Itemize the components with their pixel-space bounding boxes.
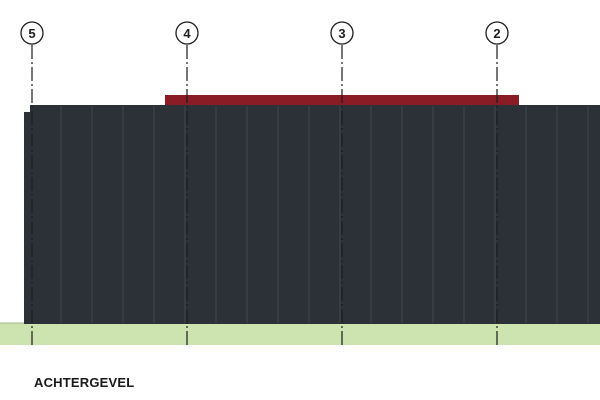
elevation-title: ACHTERGEVEL [34,375,135,390]
grid-line-3: 3 [330,21,354,346]
grid-line-4: 4 [175,21,199,346]
grid-label: 3 [338,26,345,41]
facade [24,105,600,324]
facade-cladding [30,105,600,324]
panel-seams [60,106,589,323]
grid-label: 4 [183,26,191,41]
facade-left-edge [24,112,32,324]
grid-label: 2 [493,26,500,41]
grid-line-5: 5 [20,21,44,346]
ground-strip [0,323,600,345]
grid-bubble [175,21,199,45]
grid-bubble [330,21,354,45]
grid-line-2: 2 [485,21,509,346]
grid-lines: 5 4 3 2 [20,21,509,346]
grid-label: 5 [28,26,35,41]
grid-bubble [485,21,509,45]
grid-bubble [20,21,44,45]
